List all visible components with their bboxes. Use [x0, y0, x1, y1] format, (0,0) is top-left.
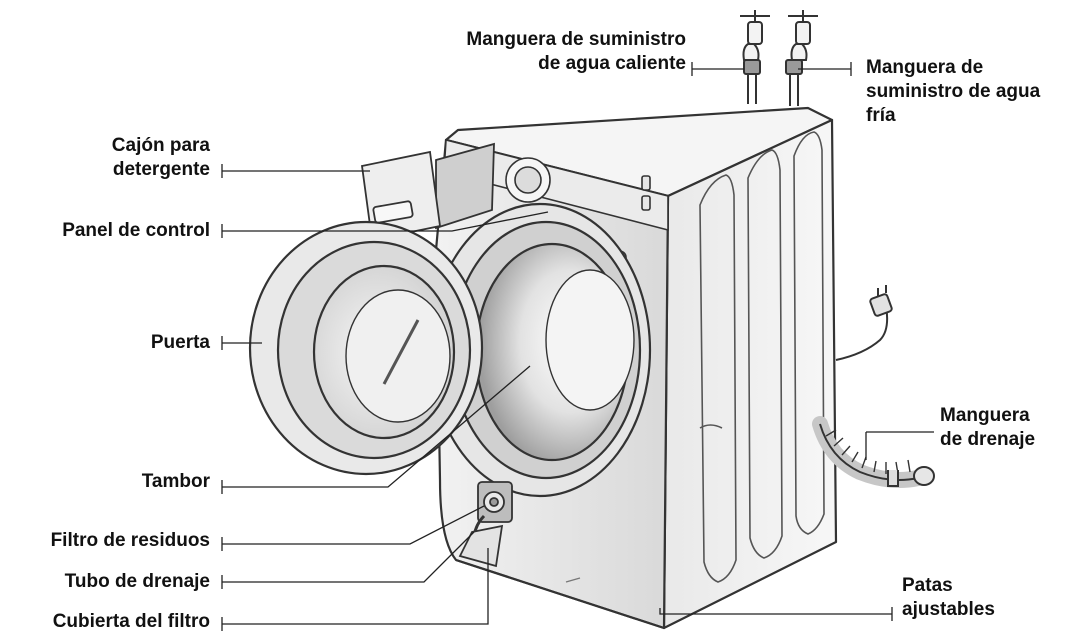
leader-filter-cover [221, 548, 489, 631]
leader-lines [221, 62, 934, 631]
label-filter-cover-text: Cubierta del filtro [52, 611, 210, 632]
label-debris-filter-text: Filtro de residuos [50, 530, 210, 551]
label-cold-hose-line1: Manguera de [866, 57, 984, 78]
leader-drum [221, 365, 531, 494]
drain-hose-clip [887, 470, 899, 487]
label-detergent-line2: detergente [112, 159, 210, 180]
label-drain-hose-line1: Manguera [940, 405, 1030, 426]
label-cold-hose-line2: suministro de agua [866, 81, 1041, 102]
label-door: Puerta [151, 331, 210, 355]
cold-tap-spout [790, 43, 808, 61]
drawer-handle [372, 200, 414, 224]
leader-cold-hose [798, 62, 852, 76]
label-hot-hose-line1: Manguera de suministro [466, 29, 686, 50]
detergent-drawer-art [360, 142, 495, 242]
label-control-panel-text: Panel de control [62, 220, 210, 241]
side-rib-3 [793, 131, 825, 535]
cold-hose [789, 74, 799, 106]
drum-art [428, 202, 652, 498]
control-button-2 [641, 195, 651, 211]
label-drain-hose: Manguera de drenaje [940, 404, 1035, 452]
leader-detergent [221, 164, 370, 178]
side-ribs [699, 131, 825, 583]
power-plug [869, 293, 893, 317]
cold-tap-body [795, 21, 811, 45]
hot-hose [747, 74, 757, 104]
label-control-panel: Panel de control [62, 219, 210, 243]
power-cord [835, 285, 893, 361]
label-feet: Patas ajustables [902, 574, 995, 622]
drum-back [545, 269, 635, 411]
floor-mark [565, 577, 581, 583]
power-plug-prongs [877, 285, 887, 296]
label-feet-line2: ajustables [902, 599, 995, 620]
hot-tap-body [747, 21, 763, 45]
drain-hose-art [812, 416, 935, 488]
door-art [248, 220, 484, 476]
debris-filter-knob [489, 497, 499, 507]
label-drum-text: Tambor [141, 471, 210, 492]
leader-hot-hose [691, 62, 744, 76]
label-detergent-line1: Cajón para [111, 135, 210, 156]
label-door-text: Puerta [150, 332, 210, 353]
cabinet-base [455, 558, 665, 630]
water-taps [740, 10, 818, 106]
label-cold-hose: Manguera de suministro de agua fría [866, 56, 1040, 128]
label-drain-tube-text: Tubo de drenaje [64, 571, 210, 592]
side-rib-2 [747, 149, 783, 559]
label-detergent: Cajón para detergente [112, 134, 210, 182]
drain-hose-ridges [825, 429, 911, 475]
power-cord-cable [835, 305, 889, 361]
cold-tap-connector [785, 59, 803, 75]
leader-door [221, 336, 262, 350]
label-filter-cover: Cubierta del filtro [53, 610, 210, 634]
door-glass-glint [382, 319, 420, 385]
control-button-1 [641, 175, 651, 191]
cabinet-side [662, 118, 838, 630]
label-hot-hose: Manguera de suministro de agua caliente [466, 28, 686, 76]
control-dial-inner [514, 166, 542, 194]
leader-feet [659, 607, 893, 621]
label-drum: Tambor [142, 470, 210, 494]
leader-control-panel [221, 211, 549, 238]
hot-tap-connector [743, 59, 761, 75]
side-notch [699, 424, 723, 429]
hot-tap-spout [742, 43, 760, 61]
side-rib-1 [699, 174, 737, 583]
label-feet-line1: Patas [902, 575, 953, 596]
leader-drain-hose [865, 431, 934, 460]
drain-hose-outline [819, 423, 919, 481]
label-hot-hose-line2: de agua caliente [538, 53, 686, 74]
label-cold-hose-line3: fría [866, 105, 896, 126]
label-debris-filter: Filtro de residuos [51, 529, 210, 553]
drain-hose-end [913, 466, 935, 486]
leader-debris-filter [221, 505, 485, 551]
label-drain-hose-line2: de drenaje [940, 429, 1036, 450]
leader-drain-tube [221, 531, 475, 589]
label-drain-tube: Tubo de drenaje [65, 570, 210, 594]
